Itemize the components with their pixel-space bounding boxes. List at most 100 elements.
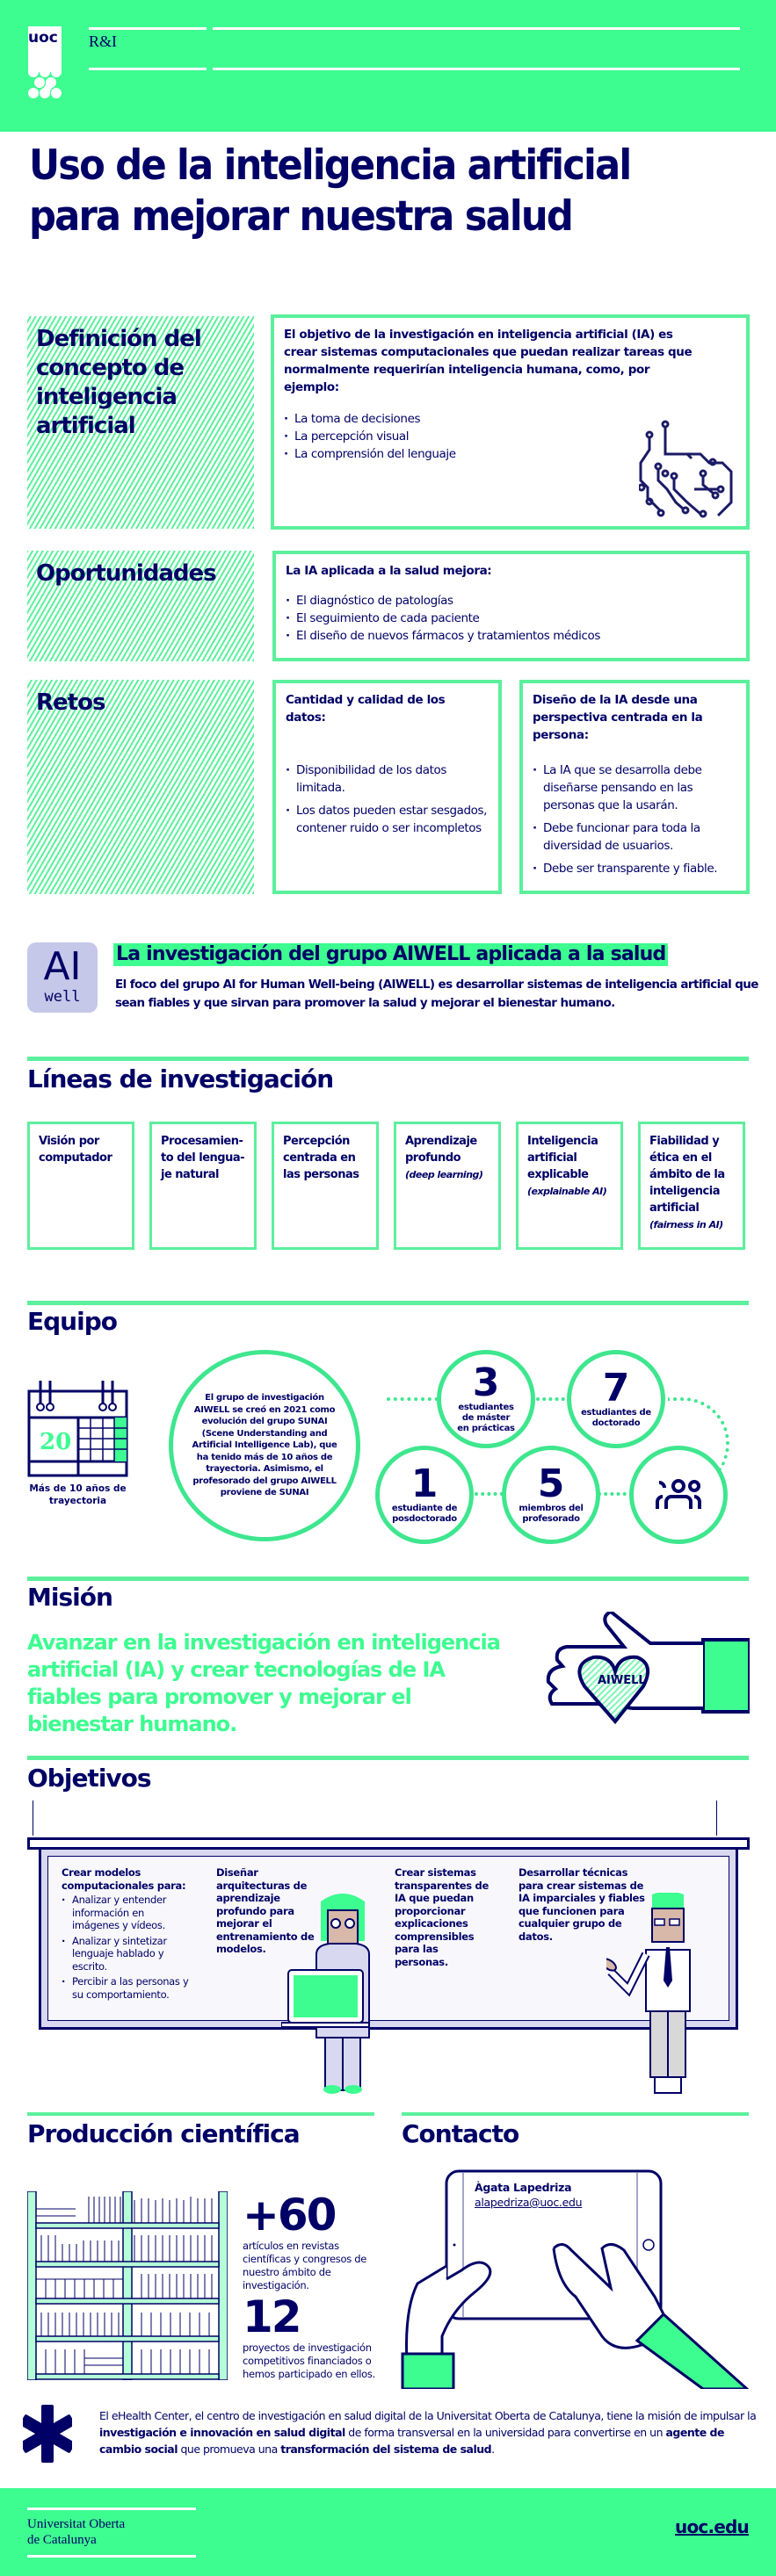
list-item: La percepción visual (284, 428, 736, 445)
section-rule (27, 1756, 749, 1760)
dotted-connector (475, 1492, 510, 1496)
list-item: El diagnóstico de patologías (286, 592, 736, 610)
stat-value: 3 (472, 1360, 500, 1405)
dotted-connector (387, 1397, 466, 1401)
aiwell-heading-highlight: La investigación del grupo AIWELL aplica… (113, 943, 669, 966)
footer: Universitat Oberta de Catalunya uoc.edu (0, 2488, 776, 2576)
objective-title: Crear modelos computacionales para: (62, 1866, 186, 1892)
header-rule (89, 27, 207, 30)
mission-text: Avanzar en la investigación en inteligen… (27, 1630, 501, 1736)
ehealth-description: El eHealth Center, el centro de investig… (99, 2409, 757, 2456)
page-title: Uso de la inteligencia artificial para m… (29, 141, 632, 241)
research-lines-heading: Líneas de investigación (27, 1064, 334, 1093)
header-banner: uoc R&I (0, 0, 776, 132)
projects-label: proyectos de investigación competitivos … (243, 2341, 375, 2380)
team-history-circle: El grupo de investigación AIWELL se creó… (169, 1350, 360, 1541)
section-rule (402, 2112, 749, 2116)
aiwell-logo-top: AI (43, 944, 82, 989)
circuit-brain-icon (639, 420, 733, 518)
svg-text:20: 20 (40, 1429, 71, 1455)
asterisk-icon (19, 2405, 76, 2463)
research-line-title: Inteligencia artificial explicable (527, 1135, 598, 1181)
svg-text:uoc: uoc (28, 29, 58, 47)
list-item: El seguimiento de cada paciente (286, 610, 736, 627)
header-rule (213, 68, 740, 70)
list-item: Analizar y entender información en imáge… (62, 1894, 193, 1932)
people-icon (656, 1479, 701, 1509)
contact-email-link[interactable]: alapedriza@uoc.edu (475, 2196, 583, 2209)
definition-intro: El objetivo de la investigación en intel… (284, 328, 693, 394)
challenges-data-list: Disponibilidad de los datos limitada. Lo… (286, 761, 489, 837)
research-line-title: Fiabilidad y ética en el ámbito de la in… (649, 1135, 725, 1215)
research-line-card: Percepción centrada en las personas (272, 1122, 379, 1250)
dotted-connector (536, 1397, 571, 1401)
list-item: La toma de decisiones (284, 410, 736, 428)
research-line-title: Aprendizaje profundo (405, 1135, 477, 1165)
section-rule (27, 2112, 374, 2116)
opportunities-label-panel: Oportunidades (27, 551, 254, 661)
section-rule (27, 1301, 749, 1305)
footer-rule (27, 2507, 196, 2510)
board-string (716, 1800, 717, 1836)
articles-label: artículos en revistas científicas y cong… (243, 2240, 367, 2291)
definition-label-panel: Definición del concepto de inteligencia … (27, 316, 254, 529)
mission-heading: Misión (27, 1583, 113, 1612)
university-name: Universitat Oberta de Catalunya (27, 2516, 125, 2548)
objective-2: Diseñar arquitecturas de aprendizaje pro… (216, 1866, 315, 1955)
university-line-1: Universitat Oberta (27, 2517, 126, 2531)
bookshelf-icon (26, 2190, 228, 2381)
header-rule (89, 68, 207, 70)
objectives-heading: Objetivos (27, 1764, 152, 1793)
list-item: La IA que se desarrolla debe diseñarse p… (533, 761, 736, 814)
stat-circle: 7 estudiantes de doctorado (567, 1350, 665, 1448)
hand-heart-icon: AIWELL (545, 1609, 751, 1743)
stat-circle: 5 miembros del profesorado (502, 1446, 600, 1544)
research-line-card: Visión por computador (27, 1122, 134, 1250)
research-line-title: Procesamien-to del lengua-je natural (161, 1135, 245, 1181)
research-line-card: Fiabilidad y ética en el ámbito de la in… (638, 1122, 745, 1250)
footer-rule (27, 2555, 196, 2558)
opportunities-label: Oportunidades (36, 560, 217, 587)
uoc-logo[interactable]: uoc (28, 26, 62, 110)
list-item: Debe funcionar para toda la diversidad d… (533, 819, 736, 855)
svg-text:AIWELL: AIWELL (598, 1674, 646, 1687)
definition-label: Definición del concepto de inteligencia … (36, 326, 202, 439)
projects-count: 12 (243, 2291, 302, 2342)
challenges-data-box: Cantidad y calidad de los datos: Disponi… (272, 680, 502, 894)
stat-value: 5 (537, 1461, 565, 1506)
research-line-card: Inteligencia artificial explicable(expla… (516, 1122, 623, 1250)
list-item: Analizar y sintetizar lenguaje hablado y… (62, 1935, 193, 1973)
team-heading: Equipo (27, 1307, 118, 1336)
list-item: Debe ser transparente y fiable. (533, 860, 736, 877)
dotted-connector (598, 1492, 633, 1496)
research-line-title: Visión por computador (39, 1135, 112, 1165)
aiwell-description: El foco del grupo AI for Human Well-bein… (115, 978, 758, 1010)
challenges-design-box: Diseño de la IA desde una perspectiva ce… (519, 680, 750, 894)
research-line-card: Procesamien-to del lengua-je natural (149, 1122, 257, 1250)
challenges-design-title: Diseño de la IA desde una perspectiva ce… (533, 693, 703, 742)
contact-heading: Contacto (402, 2119, 519, 2148)
contact-name: Àgata Lapedriza (475, 2181, 572, 2194)
stat-circle: 3 estudiantes de máster en prácticas (437, 1350, 535, 1448)
header-rule (213, 27, 740, 30)
research-line-title: Percepción centrada en las personas (283, 1135, 359, 1181)
definition-list: La toma de decisiones La percepción visu… (284, 410, 736, 463)
website-link[interactable]: uoc.edu (675, 2516, 750, 2537)
board-top-bar (27, 1837, 750, 1850)
stat-label: estudiantes de máster en prácticas (457, 1403, 515, 1433)
objective-1: Crear modelos computacionales para: Anal… (62, 1866, 193, 2001)
list-item: Disponibilidad de los datos limitada. (286, 761, 489, 797)
research-line-note: (deep learning) (405, 1169, 483, 1180)
tablet-hands-illustration (400, 2169, 751, 2391)
list-item: El diseño de nuevos fármacos y tratamien… (286, 627, 736, 645)
aiwell-logo: AI well (27, 942, 98, 1013)
stat-label: estudiantes de doctorado (581, 1408, 651, 1428)
calendar-caption: Más de 10 años de trayectoria (29, 1483, 127, 1506)
production-heading: Producción científica (27, 2119, 301, 2148)
woman-laptop-illustration (280, 1893, 395, 2095)
research-line-note: (fairness in AI) (649, 1219, 723, 1230)
man-presenting-illustration (601, 1891, 703, 2095)
university-line-2: de Catalunya (27, 2533, 97, 2547)
people-icon-circle (629, 1446, 728, 1544)
opportunities-list: El diagnóstico de patologías El seguimie… (286, 592, 736, 645)
